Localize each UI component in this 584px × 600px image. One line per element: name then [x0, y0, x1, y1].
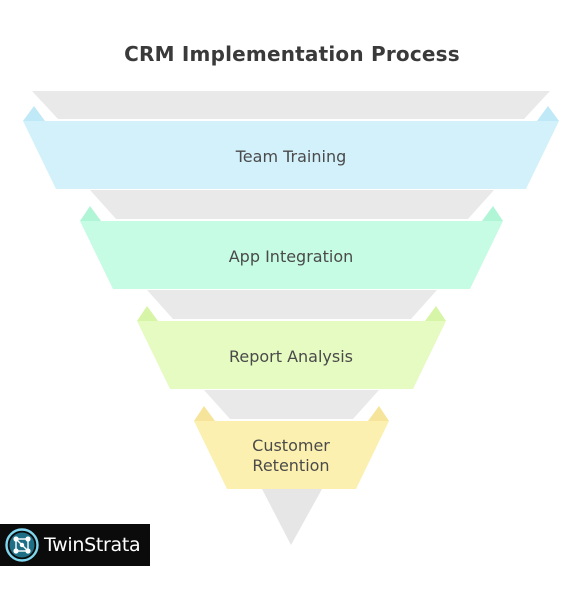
stage-side-fold-right: [368, 406, 389, 421]
stage-side-fold-left: [23, 106, 45, 121]
network-nodes-icon: [5, 528, 39, 562]
stage-label-line-1: Customer: [252, 436, 330, 455]
funnel-back-band-4: [204, 390, 379, 419]
funnel-back-band-3: [147, 290, 437, 319]
funnel-stage-report-analysis: Report Analysis: [137, 306, 446, 389]
funnel-stage-team-training: Team Training: [23, 106, 559, 189]
stage-side-fold-left: [80, 206, 101, 221]
stage-side-fold-left: [194, 406, 215, 421]
stage-label: App Integration: [229, 247, 354, 266]
stage-band: [194, 421, 389, 489]
funnel-stage-customer-retention: Customer Retention: [194, 406, 389, 489]
stage-band: [23, 121, 559, 189]
stage-band: [137, 321, 446, 389]
logo-text: TwinStrata: [44, 534, 141, 556]
funnel-back-band-1: [32, 91, 550, 119]
stage-label: Team Training: [235, 147, 347, 166]
funnel-tip: [262, 489, 322, 545]
stage-band: [80, 221, 503, 289]
diagram-title: CRM Implementation Process: [124, 42, 460, 66]
stage-label: Report Analysis: [229, 347, 353, 366]
funnel-back-band-2: [90, 190, 494, 219]
stage-side-fold-right: [425, 306, 446, 321]
stage-label-line-2: Retention: [252, 456, 329, 475]
funnel-stage-app-integration: App Integration: [80, 206, 503, 289]
stage-side-fold-left: [137, 306, 158, 321]
twinstrata-logo: TwinStrata: [0, 524, 150, 566]
stage-side-fold-right: [537, 106, 559, 121]
stage-side-fold-right: [482, 206, 503, 221]
